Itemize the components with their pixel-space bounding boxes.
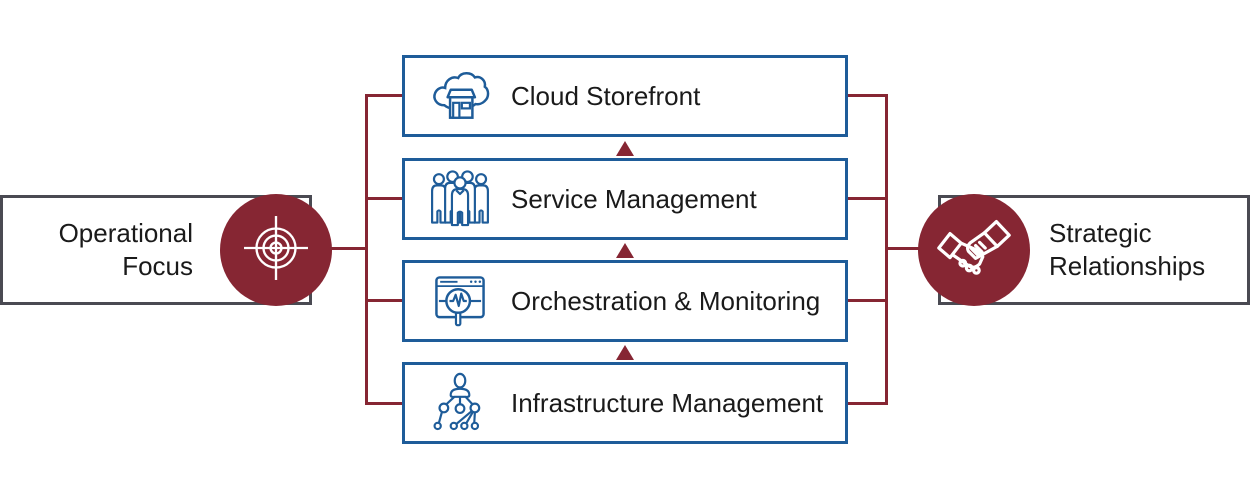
up-arrow-icon: [616, 141, 634, 156]
connector-right-stub-4: [845, 402, 888, 405]
stack-label: Service Management: [511, 183, 757, 214]
cloud-storefront-icon: [429, 65, 491, 127]
connector-right-trunk: [885, 94, 888, 405]
target-icon: [237, 209, 315, 292]
stack-box-service-management: Service Management: [402, 158, 848, 240]
connector-left-stub-2: [365, 197, 405, 200]
stack-box-orchestration-monitoring: Orchestration & Monitoring: [402, 260, 848, 342]
operational-focus-circle: [220, 194, 332, 306]
handshake-icon: [934, 208, 1014, 293]
people-group-icon: [429, 168, 491, 230]
connector-left-stub-3: [365, 299, 405, 302]
stack-box-infrastructure-management: Infrastructure Management: [402, 362, 848, 444]
strategic-relationships-label: Strategic Relationships: [1049, 218, 1206, 281]
connector-right-main: [885, 247, 925, 250]
connector-right-stub-2: [845, 197, 888, 200]
up-arrow-icon: [616, 243, 634, 258]
connector-right-stub-1: [845, 94, 888, 97]
stack-label: Orchestration & Monitoring: [511, 285, 821, 316]
monitor-search-icon: [429, 270, 491, 332]
up-arrow-icon: [616, 345, 634, 360]
connector-left-stub-4: [365, 402, 405, 405]
connector-left-main: [328, 247, 368, 250]
strategic-relationships-circle: [918, 194, 1030, 306]
operational-focus-label: Operational Focus: [58, 218, 193, 281]
connector-left-trunk: [365, 94, 368, 405]
stack-label: Infrastructure Management: [511, 387, 824, 418]
stack-box-cloud-storefront: Cloud Storefront: [402, 55, 848, 137]
connector-right-stub-3: [845, 299, 888, 302]
connector-left-stub-1: [365, 94, 405, 97]
stack-label: Cloud Storefront: [511, 80, 701, 111]
hierarchy-network-icon: [429, 372, 491, 434]
